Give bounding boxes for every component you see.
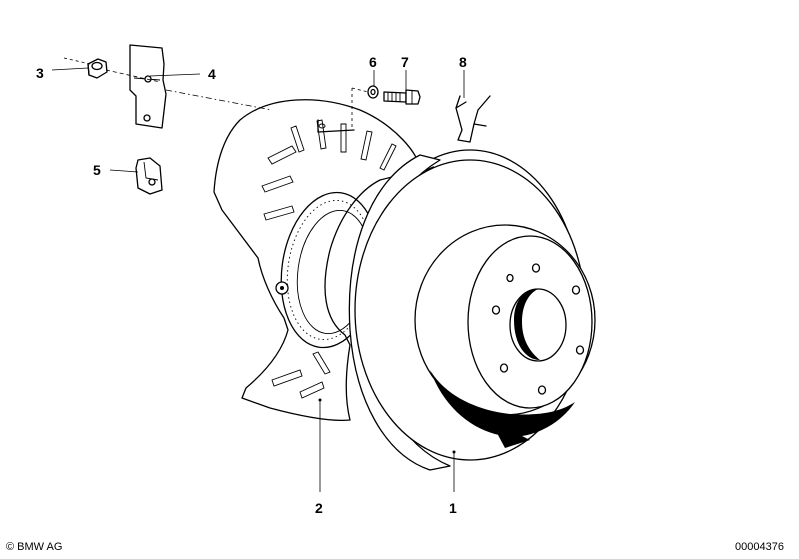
leader-lines	[51, 57, 465, 492]
image-number: 00004376	[735, 541, 784, 553]
copyright-notice: © BMW AG	[6, 541, 63, 553]
callout-4: 4	[208, 66, 216, 82]
callout-8: 8	[459, 54, 467, 70]
callout-6: 6	[369, 54, 377, 70]
brake-disc	[348, 149, 596, 471]
bolt	[383, 89, 421, 105]
callout-1: 1	[449, 500, 457, 516]
callout-7: 7	[401, 54, 409, 70]
callout-5: 5	[93, 162, 101, 178]
hex-nut	[87, 58, 108, 79]
callout-3: 3	[36, 65, 44, 81]
spring-clip	[135, 157, 163, 195]
callout-2: 2	[315, 500, 323, 516]
bolt-holes	[491, 263, 585, 395]
washer	[367, 85, 379, 99]
clip-plate	[129, 44, 167, 129]
wire-spring	[455, 95, 491, 143]
